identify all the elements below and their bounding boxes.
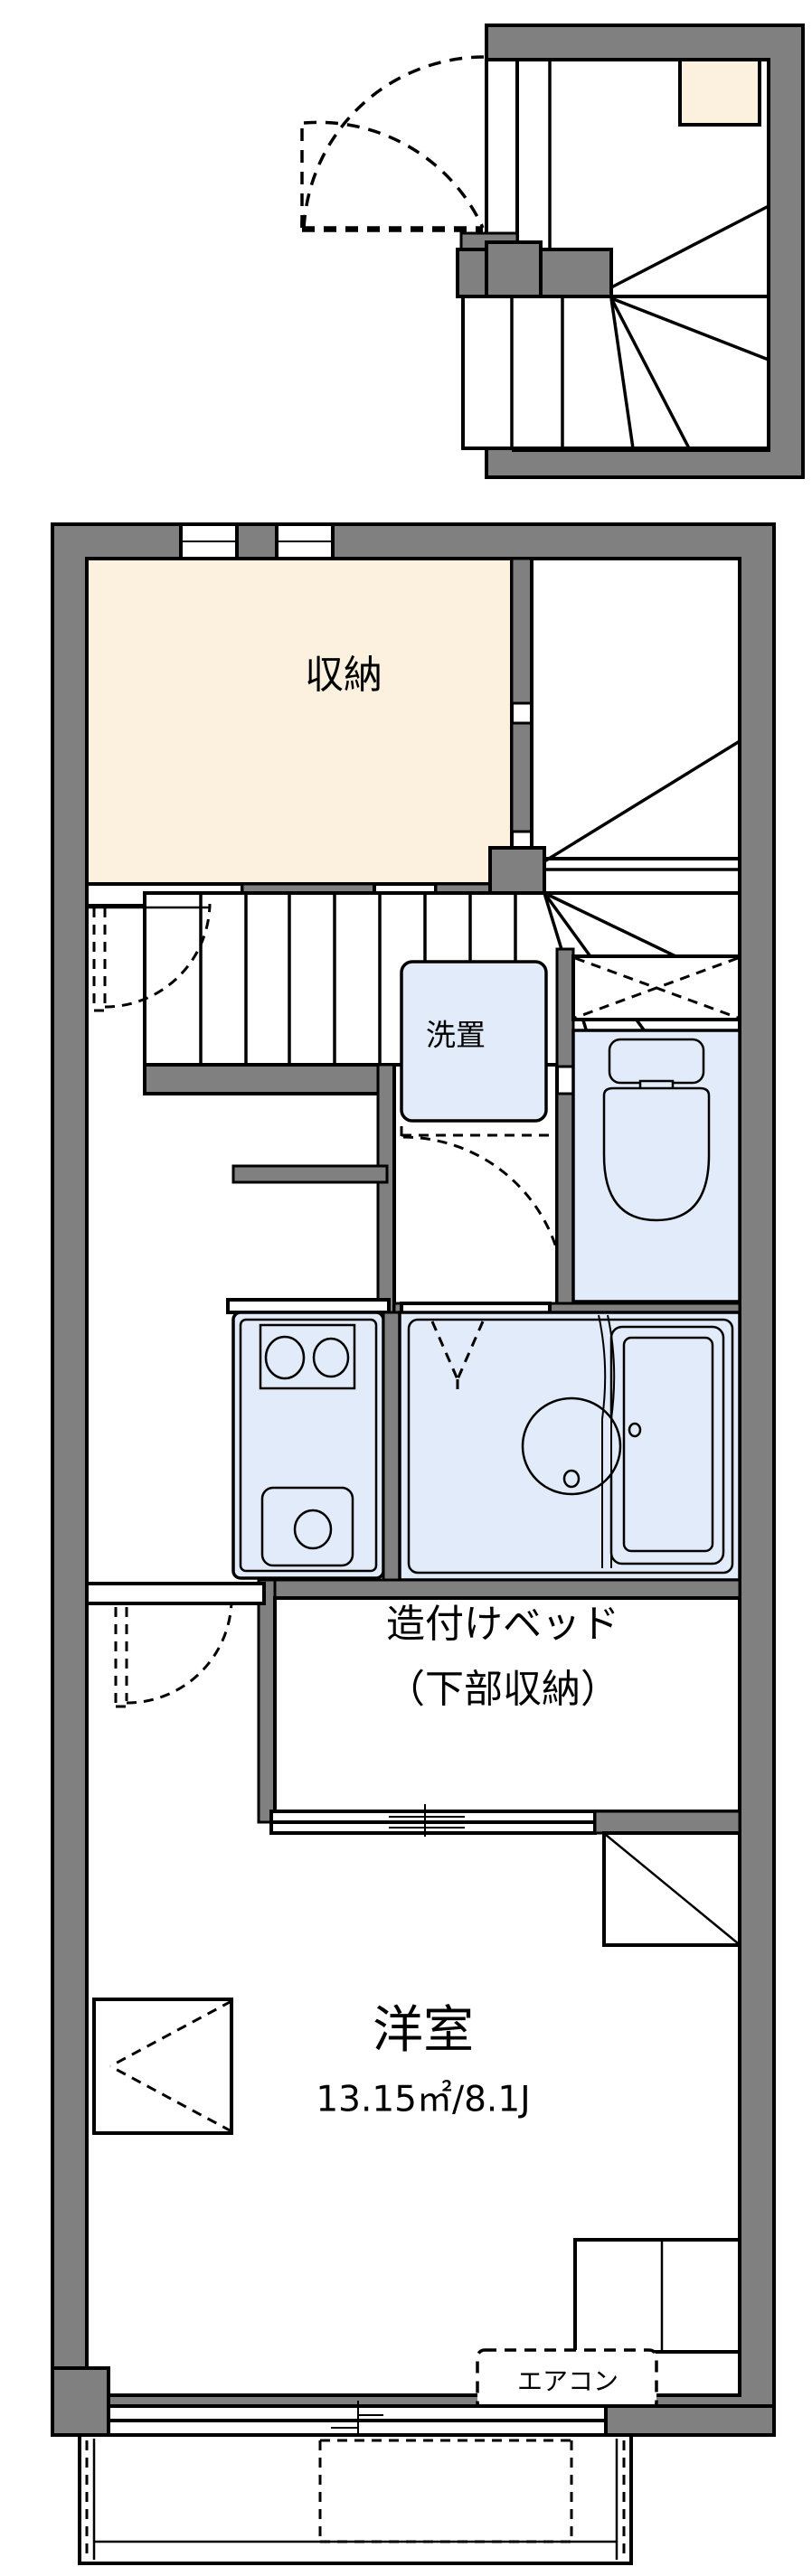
main-floor-plan: 収納 — [51, 522, 776, 2565]
hall-wall-stub — [231, 1164, 389, 1184]
upper-stair-winders — [609, 204, 770, 449]
kitchen-drain — [293, 1509, 333, 1550]
balcony — [78, 2433, 633, 2565]
aircon-box — [476, 2348, 658, 2411]
main-stair-landing-wall — [488, 846, 546, 895]
washer-label: 洗置 — [426, 1018, 486, 1053]
aircon-label: エアコン — [517, 2366, 618, 2396]
bottom-wall-left-pillar — [51, 2366, 110, 2437]
balcony-door-panel-upper — [105, 2404, 608, 2422]
washroom-toilet-wall-upper — [555, 947, 575, 1068]
room-entry-door-head — [85, 1582, 266, 1605]
room-closet-symbol — [92, 1998, 233, 2135]
closet-windows — [179, 522, 335, 560]
stove-burner-left — [264, 1335, 306, 1380]
main-stair-upper-winders — [536, 739, 741, 871]
unit-bath — [398, 1311, 741, 1582]
toilet-icon — [602, 1038, 711, 1222]
washroom-door — [400, 1126, 566, 1301]
upper-plan-left-niche — [485, 58, 519, 244]
balcony-slab — [78, 2433, 633, 2565]
bed-label-line1: 造付けベッド — [386, 1603, 619, 1648]
toilet-tank — [608, 1038, 705, 1085]
upper-plan-landing-wall-2 — [485, 240, 543, 298]
bed-top-wall — [257, 1578, 741, 1600]
room-closet-box — [92, 1998, 233, 2135]
bed-left-wall — [257, 1578, 277, 1824]
upper-entrance-door — [300, 55, 485, 232]
closet-stair-wall-upper — [510, 557, 533, 705]
room-label: 洋室 — [373, 2001, 474, 2060]
aircon-marker: エアコン — [476, 2348, 658, 2411]
bathtub-drain — [628, 1422, 642, 1438]
room-area-label: 13.15㎡/8.1J — [316, 2080, 530, 2120]
lower-alcove-box — [573, 2238, 741, 2354]
bath-basin-drain — [562, 1469, 581, 1489]
main-stair-upper-box — [530, 557, 741, 860]
room-entry-door — [85, 1582, 266, 1708]
washer-pan — [400, 960, 548, 1123]
bed-label-line2: （下部収納） — [386, 1668, 619, 1713]
balcony-sliding-door — [51, 2366, 776, 2442]
kitchen-bath-wall — [382, 1311, 401, 1582]
toilet-vent-window — [571, 954, 741, 1021]
washroom-toilet-wall — [555, 1092, 575, 1305]
bed-door-wall-right — [593, 1810, 741, 1835]
closet-stair-wall-lower — [510, 721, 533, 833]
corner-closet — [602, 1831, 741, 1947]
kitchen-counter-edge — [226, 1298, 391, 1314]
stove-burner-right — [312, 1337, 350, 1378]
bed-area — [273, 1596, 741, 1813]
kitchen-unit — [226, 1298, 391, 1580]
entrance-door-upper — [92, 903, 212, 1012]
bath-wash-basin — [521, 1396, 622, 1496]
lower-right-alcove — [573, 2238, 741, 2354]
bottom-wall-right — [604, 2404, 776, 2437]
upper-plan-meter-box — [678, 58, 761, 127]
upper-stair-box — [461, 295, 770, 450]
bathtub-inner — [622, 1336, 714, 1553]
closet-label: 収納 — [305, 653, 382, 699]
upper-stair-plan — [300, 24, 805, 479]
closet-storage-area — [85, 557, 514, 886]
bed-sliding-doors — [269, 1804, 741, 1837]
upper-stair-treads — [510, 298, 564, 447]
toilet-bowl — [602, 1086, 711, 1222]
